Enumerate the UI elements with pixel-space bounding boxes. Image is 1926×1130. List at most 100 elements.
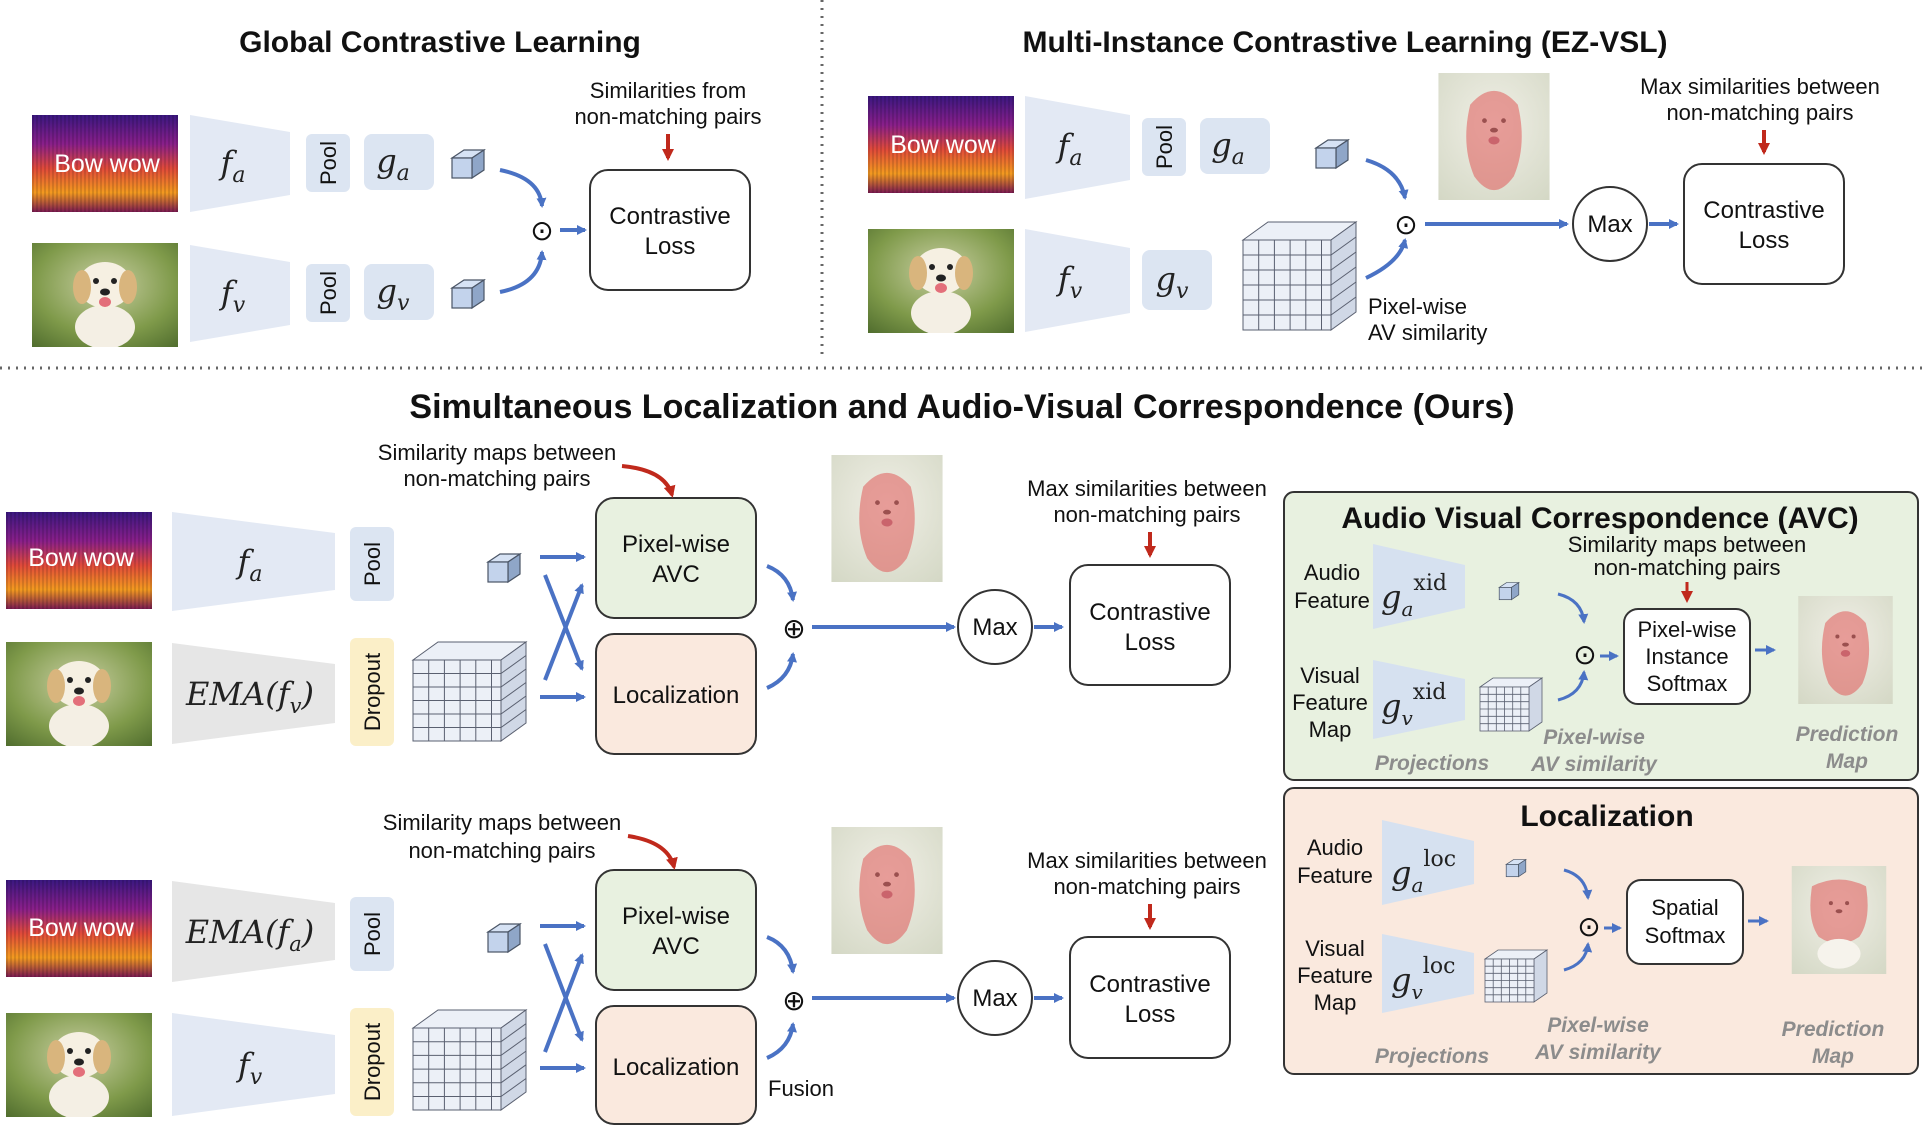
arrow-audio-to-loc <box>543 943 584 1042</box>
max-note-line2: non-matching pairs <box>1053 502 1240 527</box>
visual-feature-line3: Map <box>1314 990 1357 1015</box>
note-line1: Max similarities between <box>1640 74 1880 99</box>
title-ez-vsl: Multi-Instance Contrastive Learning (EZ-… <box>1022 26 1667 59</box>
softmax-line3: Softmax <box>1647 671 1728 696</box>
gv-box <box>1142 250 1212 310</box>
arrow-audio-to-dot <box>1365 158 1409 200</box>
audio-feature-line1: Audio <box>1307 835 1363 860</box>
visual-feature-line1: Visual <box>1300 663 1360 688</box>
pool-box <box>1142 118 1186 176</box>
pool-box <box>350 897 394 971</box>
visual-feature-cube <box>451 279 485 309</box>
bow-wow-text: Bow wow <box>28 544 135 572</box>
pixelwise-sim-line1: Pixel-wise <box>1543 726 1645 749</box>
pool-label: Pool <box>360 912 385 956</box>
encoder-fv-shape <box>172 1013 335 1116</box>
pixelwise-sim-line1: Pixel-wise <box>1547 1014 1649 1037</box>
arrow-audio-to-dot <box>499 168 547 208</box>
localization-heatmap-image <box>1438 73 1550 200</box>
note-line2: non-matching pairs <box>1666 100 1853 125</box>
red-arrow-note <box>627 834 678 870</box>
bow-wow-text: Bow wow <box>890 131 997 159</box>
projections-label: Projections <box>1375 1045 1489 1068</box>
audio-feature-line2: Feature <box>1294 588 1370 613</box>
max-label: Max <box>972 614 1017 641</box>
loss-label-line2: Loss <box>1125 1001 1176 1028</box>
note-line1: Similarity maps between <box>378 440 616 465</box>
ours-row-2: Bow wow EMA(fa) fv Pool Dropout Pixel-wi… <box>6 810 1267 1125</box>
localization-heatmap-image <box>831 827 943 954</box>
pool-label: Pool <box>360 542 385 586</box>
arrow-visual-to-dot <box>1557 670 1589 702</box>
prediction-map-line2: Map <box>1826 750 1868 773</box>
pixelwise-sim-line2: AV similarity <box>1530 753 1658 776</box>
bow-wow-text: Bow wow <box>54 150 161 178</box>
pool-box-audio <box>306 134 350 192</box>
dot-product-symbol: ⊙ <box>1577 911 1600 942</box>
audio-feature-cube <box>1498 582 1520 601</box>
max-node <box>1572 186 1648 262</box>
max-label: Max <box>972 985 1017 1012</box>
fn-f-v: fv <box>219 274 246 318</box>
softmax-line1: Pixel-wise <box>1637 617 1736 642</box>
dropout-box <box>350 1008 394 1116</box>
dot-product-symbol: ⊙ <box>1394 209 1417 240</box>
audio-feature-cube <box>1505 859 1527 878</box>
audio-feature-cube <box>487 923 521 953</box>
loss-label-line1: Contrastive <box>1089 971 1210 998</box>
visual-feature-line3: Map <box>1309 717 1352 742</box>
loss-label-line1: Contrastive <box>1703 197 1824 224</box>
max-note-line1: Max similarities between <box>1027 848 1267 873</box>
note-line2: non-matching pairs <box>403 466 590 491</box>
avc-label-line1: Pixel-wise <box>622 531 730 558</box>
pixelwise-avc-box <box>595 869 757 991</box>
pixelwise-sim-line2: AV similarity <box>1368 320 1487 345</box>
dot-product-symbol: ⊙ <box>530 215 553 246</box>
fusion-symbol: ⊕ <box>782 985 805 1016</box>
main-title: Simultaneous Localization and Audio-Visu… <box>409 388 1514 426</box>
note-line2: non-matching pairs <box>574 104 761 129</box>
loss-label-line1: Contrastive <box>1089 599 1210 626</box>
ga-box <box>364 134 434 190</box>
encoder-fa-shape <box>190 115 290 212</box>
projection-gv-loc-shape <box>1382 934 1474 1013</box>
dog-image <box>6 642 152 746</box>
title-global: Global Contrastive Learning <box>239 26 641 59</box>
arrow-visual-to-avc <box>543 583 584 681</box>
pixelwise-sim-line1: Pixel-wise <box>1368 294 1467 319</box>
note-line1: Similarity maps between <box>383 810 621 835</box>
encoder-fa-shape <box>1025 96 1130 199</box>
max-node <box>957 960 1033 1036</box>
panel-ez-vsl: Multi-Instance Contrastive Learning (EZ-… <box>868 26 1880 345</box>
loss-label-line2: Loss <box>1739 227 1790 254</box>
fusion-symbol: ⊕ <box>782 613 805 644</box>
spatial-softmax-line2: Softmax <box>1645 923 1726 948</box>
dropout-label: Dropout <box>360 653 385 731</box>
dropout-box <box>350 638 394 746</box>
contrastive-loss-box <box>1069 936 1231 1059</box>
red-arrow-note <box>621 464 676 498</box>
spatial-softmax-box <box>1626 879 1744 965</box>
gv-box <box>364 264 434 320</box>
ours-row-1: Bow wow fa EMA(fv) Pool Dropout Pixel-wi… <box>6 440 1267 755</box>
prediction-map-line2: Map <box>1812 1045 1854 1068</box>
softmax-line2: Instance <box>1645 644 1728 669</box>
dog-image <box>868 229 1014 333</box>
visual-feature-grid <box>411 1009 528 1111</box>
arrow-loc-to-fusion <box>766 1022 797 1060</box>
arrow-visual-to-dot <box>1365 238 1409 280</box>
avc-label-line1: Pixel-wise <box>622 903 730 930</box>
prediction-map-line1: Prediction <box>1796 723 1899 746</box>
arrow-visual-to-dot <box>1563 942 1593 972</box>
visual-feature-grid <box>1478 677 1544 732</box>
visual-feature-line2: Feature <box>1297 963 1373 988</box>
pool-box-visual <box>306 264 350 322</box>
panel-global-contrastive: Global Contrastive Learning Bow wow fa f… <box>32 26 762 347</box>
visual-feature-grid <box>411 641 528 742</box>
projection-ga-xid-shape <box>1373 544 1465 629</box>
contrastive-loss-box <box>1069 564 1231 686</box>
loss-label-line2: Loss <box>645 233 696 260</box>
max-note-line1: Max similarities between <box>1027 476 1267 501</box>
